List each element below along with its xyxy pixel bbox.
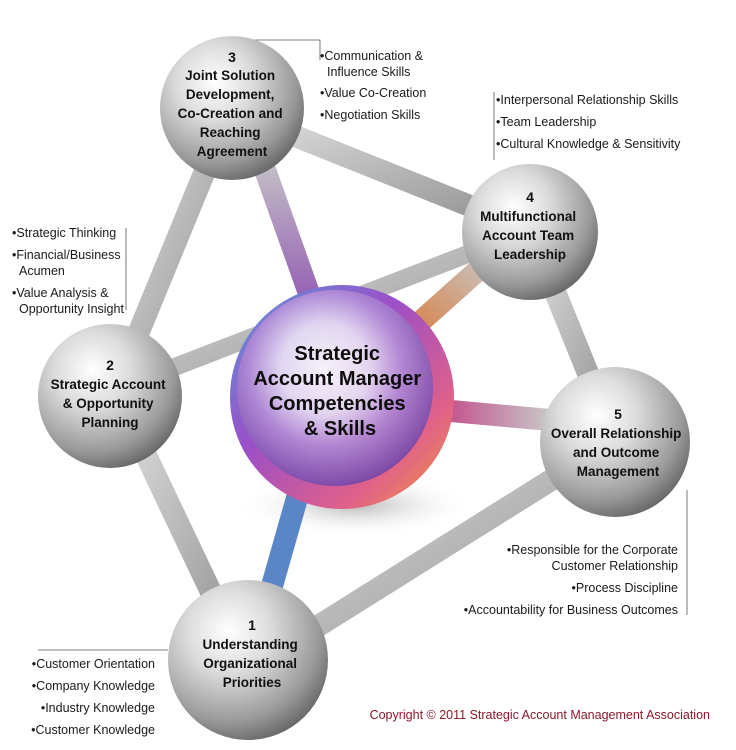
node-2-number: 2 — [106, 357, 114, 373]
sphere-5 — [540, 367, 690, 517]
node-label-line: Development, — [186, 87, 275, 102]
node-label-line: Strategic Account — [51, 377, 167, 392]
bullet-item: •Strategic Thinking — [12, 226, 116, 240]
node-label-line: Multifunctional — [480, 209, 576, 224]
bullet-item-continued: Opportunity Insight — [19, 302, 124, 316]
center-sphere — [230, 285, 454, 509]
bullet-item: •Financial/Business — [12, 248, 121, 262]
node-label-line: Account Team — [482, 228, 574, 243]
callout-lines — [38, 39, 688, 651]
bullet-item: •Responsible for the Corporate — [507, 543, 678, 557]
center-line: & Skills — [304, 418, 376, 440]
bullet-item: •Industry Knowledge — [41, 701, 155, 715]
node-2-bullets: •Strategic Thinking •Financial/Business … — [12, 226, 124, 316]
bullet-item: •Company Knowledge — [32, 679, 155, 693]
node-2-label: Strategic Account & Opportunity Planning — [51, 377, 170, 430]
node-label-line: Planning — [82, 415, 139, 430]
node-label-line: Reaching — [200, 125, 261, 140]
node-5-number: 5 — [614, 406, 622, 422]
bullet-item: •Customer Knowledge — [31, 723, 155, 737]
bullet-item: •Team Leadership — [496, 115, 596, 129]
bullet-item: •Value Analysis & — [12, 286, 109, 300]
bullet-item: •Customer Orientation — [32, 657, 155, 671]
sphere-4 — [462, 164, 598, 300]
node-label-line: & Opportunity — [63, 396, 154, 411]
bullet-item: •Communication & — [320, 49, 424, 63]
node-4-number: 4 — [526, 189, 534, 205]
node-label-line: Co-Creation and — [178, 106, 283, 121]
bullet-item-continued: Acumen — [19, 264, 65, 278]
center-title: Strategic Account Manager Competencies &… — [253, 343, 426, 440]
center-line: Competencies — [269, 393, 406, 415]
bullet-item-continued: Customer Relationship — [552, 559, 678, 573]
node-label-line: Understanding — [202, 637, 297, 652]
node-4-label: Multifunctional Account Team Leadership — [480, 209, 580, 262]
node-label-line: Management — [577, 464, 660, 479]
sphere-1 — [168, 580, 328, 740]
copyright-notice: Copyright © 2011 Strategic Account Manag… — [370, 708, 710, 722]
spoke-5 — [429, 399, 561, 431]
center-line: Account Manager — [253, 368, 421, 390]
node-label-line: Priorities — [223, 675, 282, 690]
node-5-bullets: •Responsible for the Corporate Customer … — [464, 543, 678, 617]
bullet-item: •Process Discipline — [571, 581, 678, 595]
node-label-line: Organizational — [203, 656, 297, 671]
node-5-label: Overall Relationship and Outcome Managem… — [551, 426, 685, 479]
callout-line-3 — [255, 39, 321, 60]
node-4-bullets: •Interpersonal Relationship Skills •Team… — [496, 93, 681, 151]
node-label-line: Agreement — [197, 144, 268, 159]
bullet-item: •Negotiation Skills — [320, 108, 420, 122]
sphere-3 — [160, 36, 304, 180]
bullet-item: •Accountability for Business Outcomes — [464, 603, 678, 617]
bullet-item: •Value Co-Creation — [320, 86, 426, 100]
node-label-line: and Outcome — [573, 445, 660, 460]
node-label-line: Overall Relationship — [551, 426, 682, 441]
node-1-bullets: •Customer Orientation •Company Knowledge… — [31, 657, 155, 737]
node-label-line: Leadership — [494, 247, 566, 262]
node-1-number: 1 — [248, 617, 256, 633]
sphere-2 — [38, 324, 182, 468]
bullet-item-continued: Influence Skills — [327, 65, 410, 79]
node-3-label: Joint Solution Development, Co-Creation … — [178, 68, 287, 159]
bullet-item: •Cultural Knowledge & Sensitivity — [496, 137, 681, 151]
node-label-line: Joint Solution — [185, 68, 275, 83]
node-3-bullets: •Communication & Influence Skills •Value… — [320, 49, 426, 122]
center-line: Strategic — [294, 343, 380, 365]
node-3-number: 3 — [228, 49, 236, 65]
node-1-label: Understanding Organizational Priorities — [202, 637, 301, 690]
bullet-item: •Interpersonal Relationship Skills — [496, 93, 678, 107]
